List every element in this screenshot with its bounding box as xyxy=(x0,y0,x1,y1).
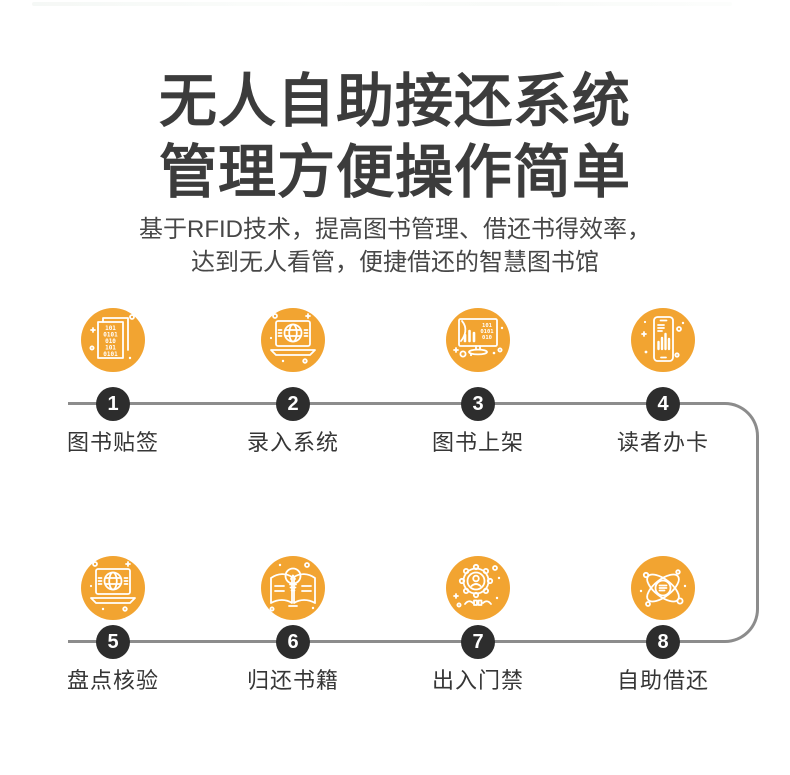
step-label: 自助借还 xyxy=(616,668,709,693)
page-title: 无人自助接还系统 管理方便操作简单 xyxy=(0,66,790,208)
flow-step-4: 4 读者办卡 xyxy=(578,308,748,457)
laptop-globe-icon xyxy=(81,556,145,620)
step-number-badge: 4 xyxy=(646,387,680,421)
svg-text:010: 010 xyxy=(105,338,116,345)
page-title-line2: 管理方便操作简单 xyxy=(158,140,631,205)
step-number-badge: 3 xyxy=(461,387,495,421)
svg-text:0101: 0101 xyxy=(103,351,118,358)
step-label: 盘点核验 xyxy=(66,668,159,693)
step-label: 录入系统 xyxy=(246,430,339,455)
step-label: 归还书籍 xyxy=(246,668,339,693)
step-label: 读者办卡 xyxy=(616,430,709,455)
step-number-badge: 1 xyxy=(96,387,130,421)
flow-step-7: 7 出入门禁 xyxy=(393,556,563,695)
atom-network-icon xyxy=(631,556,695,620)
step-number-badge: 5 xyxy=(96,625,130,659)
svg-text:0101: 0101 xyxy=(103,332,118,339)
svg-text:101: 101 xyxy=(105,325,116,332)
step-number-badge: 6 xyxy=(276,625,310,659)
step-number-badge: 8 xyxy=(646,625,680,659)
step-label: 图书贴签 xyxy=(66,430,159,455)
step-label: 图书上架 xyxy=(431,430,524,455)
flow-step-5: 5 盘点核验 xyxy=(28,556,198,695)
laptop-globe-icon xyxy=(261,308,325,372)
svg-text:010: 010 xyxy=(482,335,492,341)
step-number-badge: 2 xyxy=(276,387,310,421)
smartphone-chart-icon xyxy=(631,308,695,372)
page-subtitle: 基于RFID技术，提高图书管理、借还书得效率， 达到无人看管，便捷借还的智慧图书… xyxy=(0,213,790,279)
page-title-line1: 无人自助接还系统 xyxy=(158,69,631,134)
svg-text:101: 101 xyxy=(482,323,493,329)
flow-step-8: 8 自助借还 xyxy=(578,556,748,695)
flow-step-2: 2 录入系统 xyxy=(208,308,378,457)
svg-text:101: 101 xyxy=(105,345,116,352)
flow-step-1: 101 0101 010 101 0101 1 图书贴签 xyxy=(28,308,198,457)
monitor-data-chart-icon: 101 0101 010 xyxy=(446,308,510,372)
open-book-lightbulb-icon xyxy=(261,556,325,620)
step-label: 出入门禁 xyxy=(431,668,524,693)
gear-user-icon xyxy=(446,556,510,620)
binary-code-document-icon: 101 0101 010 101 0101 xyxy=(81,308,145,372)
flow-step-3: 101 0101 010 3 图书上架 xyxy=(393,308,563,457)
svg-text:0101: 0101 xyxy=(480,329,494,335)
flow-step-6: 6 归还书籍 xyxy=(208,556,378,695)
flow-connector-line xyxy=(68,402,759,643)
page-subtitle-line2: 达到无人看管，便捷借还的智慧图书馆 xyxy=(191,249,599,276)
page-subtitle-line1: 基于RFID技术，提高图书管理、借还书得效率， xyxy=(139,216,651,243)
step-number-badge: 7 xyxy=(461,625,495,659)
top-faint-line xyxy=(32,2,732,6)
